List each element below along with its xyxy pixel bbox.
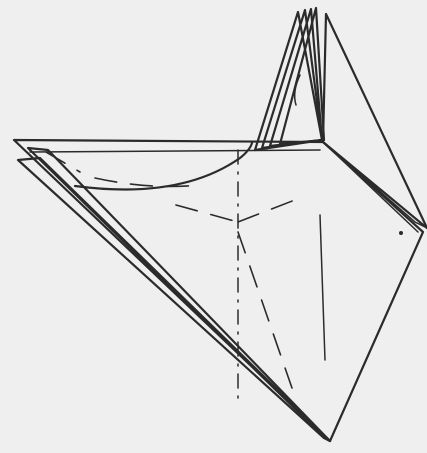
diag-fold-1 bbox=[176, 205, 238, 222]
back-flap-crease bbox=[295, 75, 300, 105]
diag-fold-4 bbox=[320, 215, 325, 360]
back-flaps bbox=[255, 8, 324, 150]
right-wing-flap bbox=[323, 14, 427, 228]
right-body-edge bbox=[323, 142, 418, 232]
diag-fold-3 bbox=[238, 232, 292, 388]
diag-fold-2 bbox=[238, 198, 300, 222]
fold-lines bbox=[30, 142, 418, 400]
reference-dot bbox=[399, 231, 403, 235]
top-edge-shadow bbox=[30, 150, 320, 152]
